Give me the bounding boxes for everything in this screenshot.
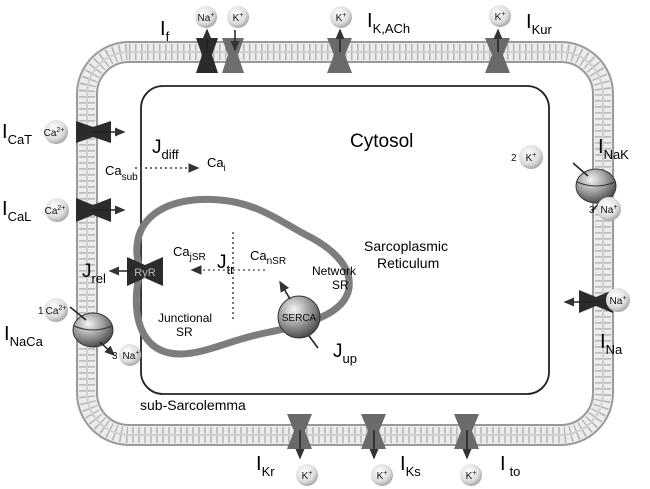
label-sr-line1: Sarcoplasmic [364, 238, 448, 254]
label-jtr: Jtr [217, 252, 235, 277]
label-cytosol: Cytosol [350, 131, 413, 152]
ion-circle-na-inaca [119, 344, 141, 366]
label-iks: IKs [400, 453, 421, 479]
ion-circle-na-ina [606, 288, 630, 312]
icat-channel [76, 121, 126, 143]
sarcolemma-membrane [76, 41, 614, 446]
ion-label-na-inak: Na+ [601, 204, 618, 216]
ion-circle-na-if [195, 6, 217, 28]
ion-label-ca-icat: Ca2+ [44, 127, 65, 139]
label-sub-sarcolemma: sub-Sarcolemma [140, 397, 246, 413]
ion-label-k-ikach: K+ [336, 12, 347, 24]
iks-channel [361, 414, 386, 460]
label-ca-sub: Casub [105, 163, 138, 183]
label-ical: ICaL [2, 198, 31, 224]
label-jrel: Jrel [82, 261, 106, 286]
ryr-channel [108, 257, 163, 286]
ion-circle-k-ito [460, 464, 482, 486]
ion-label-na-ina: Na+ [610, 295, 627, 307]
label-junctional-line2: SR [176, 325, 193, 339]
ion-circle-k-inak [519, 145, 543, 169]
ikr-channel [287, 414, 312, 460]
ion-circle-k-if [227, 6, 249, 28]
label-serca: SERCA [282, 313, 317, 324]
label-ca-jsr: CajSR [173, 244, 206, 263]
ikach-channel [327, 28, 352, 73]
label-inak: INaK [598, 136, 629, 162]
ical-channel [76, 198, 126, 222]
ito-channel [454, 414, 479, 460]
ion-label-k-ikr: K+ [302, 470, 313, 482]
ion-label-k-ito: K+ [466, 470, 477, 482]
ion-circle-ca-inaca [44, 298, 68, 322]
ion-label-ca-ical: Ca2+ [45, 205, 66, 217]
label-if: If [160, 18, 170, 44]
ion-label-na-if: Na+ [198, 12, 215, 24]
ion-label-ca-inaca: Ca2+ [46, 305, 67, 317]
label-ina: INa [600, 331, 623, 357]
label-ikr: IKr [256, 453, 275, 479]
ion-circle-k-ikr [296, 464, 318, 486]
label-inaca: INaCa [4, 323, 44, 349]
serca-pump [277, 280, 321, 349]
label-network-line1: Network [312, 264, 357, 278]
label-ca-i: Cai [207, 155, 226, 173]
ion-label-k-ikur: K+ [495, 11, 506, 23]
ion-label-k-inak: K+ [526, 152, 537, 164]
ion-circle-k-iks [371, 464, 393, 486]
ion-stoich-3-na-inaca: 3 [112, 351, 118, 362]
sarcoplasmic-reticulum [132, 195, 353, 358]
ion-label-k-if: K+ [233, 12, 244, 24]
label-jdiff: Jdiff [152, 137, 179, 162]
label-jup: Jup [333, 341, 357, 366]
label-ryr: RyR [134, 267, 155, 279]
ikur-channel [485, 28, 510, 73]
ina-channel [563, 290, 613, 313]
ion-stoich-1-ca: 1 [38, 306, 44, 317]
ion-circle-k-ikur [489, 5, 511, 27]
label-network-line2: SR [332, 278, 349, 292]
label-ikur: IKur [526, 11, 552, 37]
label-ca-nsr: CanSR [250, 248, 286, 267]
ion-circle-k-ikach [330, 6, 352, 28]
label-ikach: IK,ACh [367, 10, 410, 36]
ion-circle-ca-icat [44, 120, 68, 144]
inaca-exchanger [69, 306, 116, 357]
ion-label-k-iks: K+ [377, 470, 388, 482]
if-channel [196, 28, 244, 73]
ion-label-na-inaca: Na+ [123, 350, 140, 362]
ion-circle-na-inak [597, 197, 621, 221]
label-junctional-line1: Junctional [158, 311, 212, 325]
ion-circle-ca-ical [45, 198, 69, 222]
ion-stoich-2-k-inak: 2 [511, 153, 517, 164]
label-sr-line2: Reticulum [377, 255, 439, 271]
label-icat: ICaT [2, 121, 32, 147]
ion-stoich-3-na-inak: 3 [589, 205, 595, 216]
